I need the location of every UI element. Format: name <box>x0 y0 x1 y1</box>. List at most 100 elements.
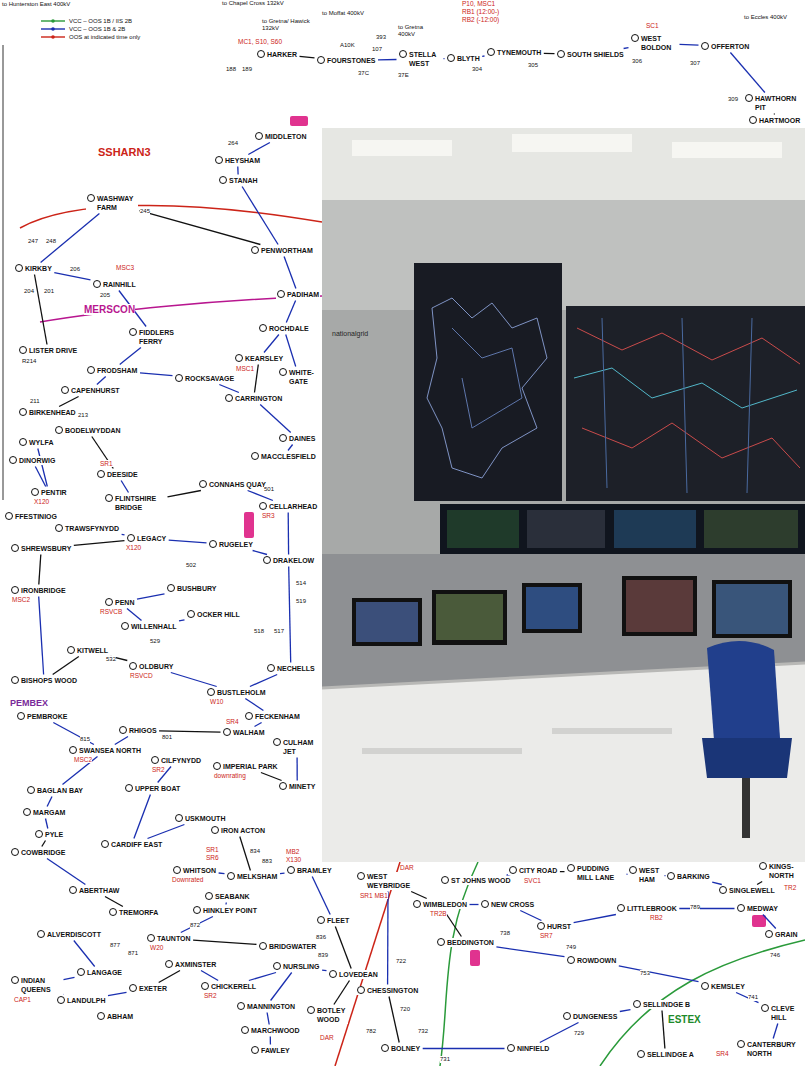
office-chair-part <box>707 641 780 746</box>
substation-name: ROWDOWN <box>577 956 616 965</box>
substation-circle <box>223 728 231 736</box>
substation-circle <box>201 982 209 990</box>
circuit-number: 815 <box>80 736 90 743</box>
substation-node: BODELWYDDAN <box>54 426 122 435</box>
circuit-line <box>74 541 125 546</box>
substation-label-group: TREMORFA <box>119 908 158 917</box>
substation-name: WASHWAY FARM <box>97 194 137 212</box>
substation-circle <box>165 960 173 968</box>
substation-circle <box>205 892 213 900</box>
circuit-number: 213 <box>78 412 88 419</box>
substation-node: ST JOHNS WOOD <box>440 876 512 885</box>
substation-name: BUSHBURY <box>177 584 216 593</box>
circuit-line <box>496 947 564 957</box>
substation-label-group: RAINHILL <box>103 280 136 289</box>
circuit-line <box>225 903 227 905</box>
busbar-block-part <box>290 116 308 126</box>
substation-name: STANAH <box>229 176 258 185</box>
substation-node: ROWDOWN <box>566 956 617 965</box>
circuit-line <box>53 723 94 745</box>
substation-label-group: DEESIDE <box>107 470 138 479</box>
substation-name: PYLE <box>45 830 63 839</box>
substation-circle <box>273 738 281 746</box>
substation-node: MELKSHAM <box>226 872 278 881</box>
legend-row: VCC – OOS 1B & 2B <box>40 25 125 33</box>
substation-label-group: AXMINSTER <box>175 960 216 969</box>
substation-circle <box>759 862 767 870</box>
substation-name: FRODSHAM <box>97 366 137 375</box>
annotation-label: SR1 <box>100 460 113 467</box>
substation-name: BEDDINGTON <box>447 938 494 947</box>
substation-label-group: KIRKBY <box>25 264 52 273</box>
legend-row: VCC – OOS 1B / IIS 2B <box>40 17 132 25</box>
substation-circle <box>15 264 23 272</box>
substation-node: BEDDINGTON <box>436 938 495 947</box>
substation-label-group: ALVERDISCOTT <box>47 930 101 939</box>
circuit-line <box>271 973 292 1001</box>
annotation-label: DAR <box>320 1034 334 1041</box>
annotation-label: RB2 (-12:00) <box>462 16 499 23</box>
circuit-number: 107 <box>372 46 382 53</box>
circuit-number: 37E <box>398 72 409 79</box>
circuit-line <box>54 273 90 280</box>
substation-name: USKMOUTH <box>185 814 225 823</box>
substation-circle <box>235 354 243 362</box>
circuit-line <box>47 859 85 885</box>
substation-node: SEABANK <box>204 892 251 901</box>
desks-and-monitors-part <box>432 590 507 645</box>
substation-circle <box>225 394 233 402</box>
substation-label-group: MARGAM <box>33 808 65 817</box>
substation-label-group: BRAMLEY <box>297 866 332 875</box>
substation-circle <box>17 712 25 720</box>
substation-circle <box>31 488 39 496</box>
substation-name: SINGLEWELL <box>729 886 775 895</box>
substation-label-group: CARRINGTON <box>235 394 282 403</box>
substation-name: LEGACY <box>137 534 166 543</box>
circuit-number: 518 <box>254 628 264 635</box>
substation-name: IRONBRIDGE <box>21 586 66 595</box>
substation-circle <box>617 904 625 912</box>
annotation-label: RSVCB <box>100 608 122 615</box>
substation-name: ABERTHAW <box>79 886 119 895</box>
substation-label-group: NECHELLS <box>277 664 315 673</box>
substation-name: WYLFA <box>29 438 54 447</box>
substation-name: LOVEDEAN <box>339 970 378 979</box>
circuit-line <box>624 47 629 49</box>
substation-label-group: TYNEMOUTH <box>497 48 541 57</box>
substation-node: CILFYNYDD <box>150 756 202 765</box>
substation-name: KINGS- NORTH <box>769 862 801 880</box>
circuit-line <box>574 915 616 923</box>
substation-name: HINKLEY POINT <box>203 906 257 915</box>
substation-node: KINGS- NORTH <box>758 862 802 880</box>
substation-name: KITWELL <box>77 646 108 655</box>
substation-node: WIMBLEDON <box>412 900 468 909</box>
substation-node: CITY ROAD <box>508 866 558 875</box>
annotation-label: MERSCON <box>84 304 135 315</box>
substation-circle <box>481 900 489 908</box>
substation-name: FECKENHAM <box>255 712 300 721</box>
circuit-line <box>261 773 282 781</box>
video-wall-part <box>602 318 607 488</box>
substation-circle <box>87 194 95 202</box>
circuit-number: 872 <box>190 922 200 929</box>
circuit-line <box>219 872 225 874</box>
video-wall-part <box>574 368 797 408</box>
circuit-number: 839 <box>318 952 328 959</box>
office-chair <box>702 641 792 838</box>
circuit-number: 247 <box>28 238 38 245</box>
substation-label-group: WIMBLEDON <box>423 900 467 909</box>
circuit-line <box>171 673 217 687</box>
substation-name: SELLINDGE A <box>647 1050 694 1059</box>
substation-label-group: WILLENHALL <box>131 622 177 631</box>
substation-circle <box>441 876 449 884</box>
circuit-number: 309 <box>728 96 738 103</box>
substation-label-group: CHESSINGTON <box>367 986 418 995</box>
circuit-line <box>39 597 44 675</box>
substation-label-group: PENWORTHAM <box>261 246 313 255</box>
room-walls-part <box>322 128 805 862</box>
substation-name: BISHOPS WOOD <box>21 676 77 685</box>
substation-name: STELLA WEST <box>409 50 441 68</box>
substation-node: IRON ACTON <box>210 826 266 835</box>
substation-circle <box>129 984 137 992</box>
circuit-line <box>334 981 350 1005</box>
